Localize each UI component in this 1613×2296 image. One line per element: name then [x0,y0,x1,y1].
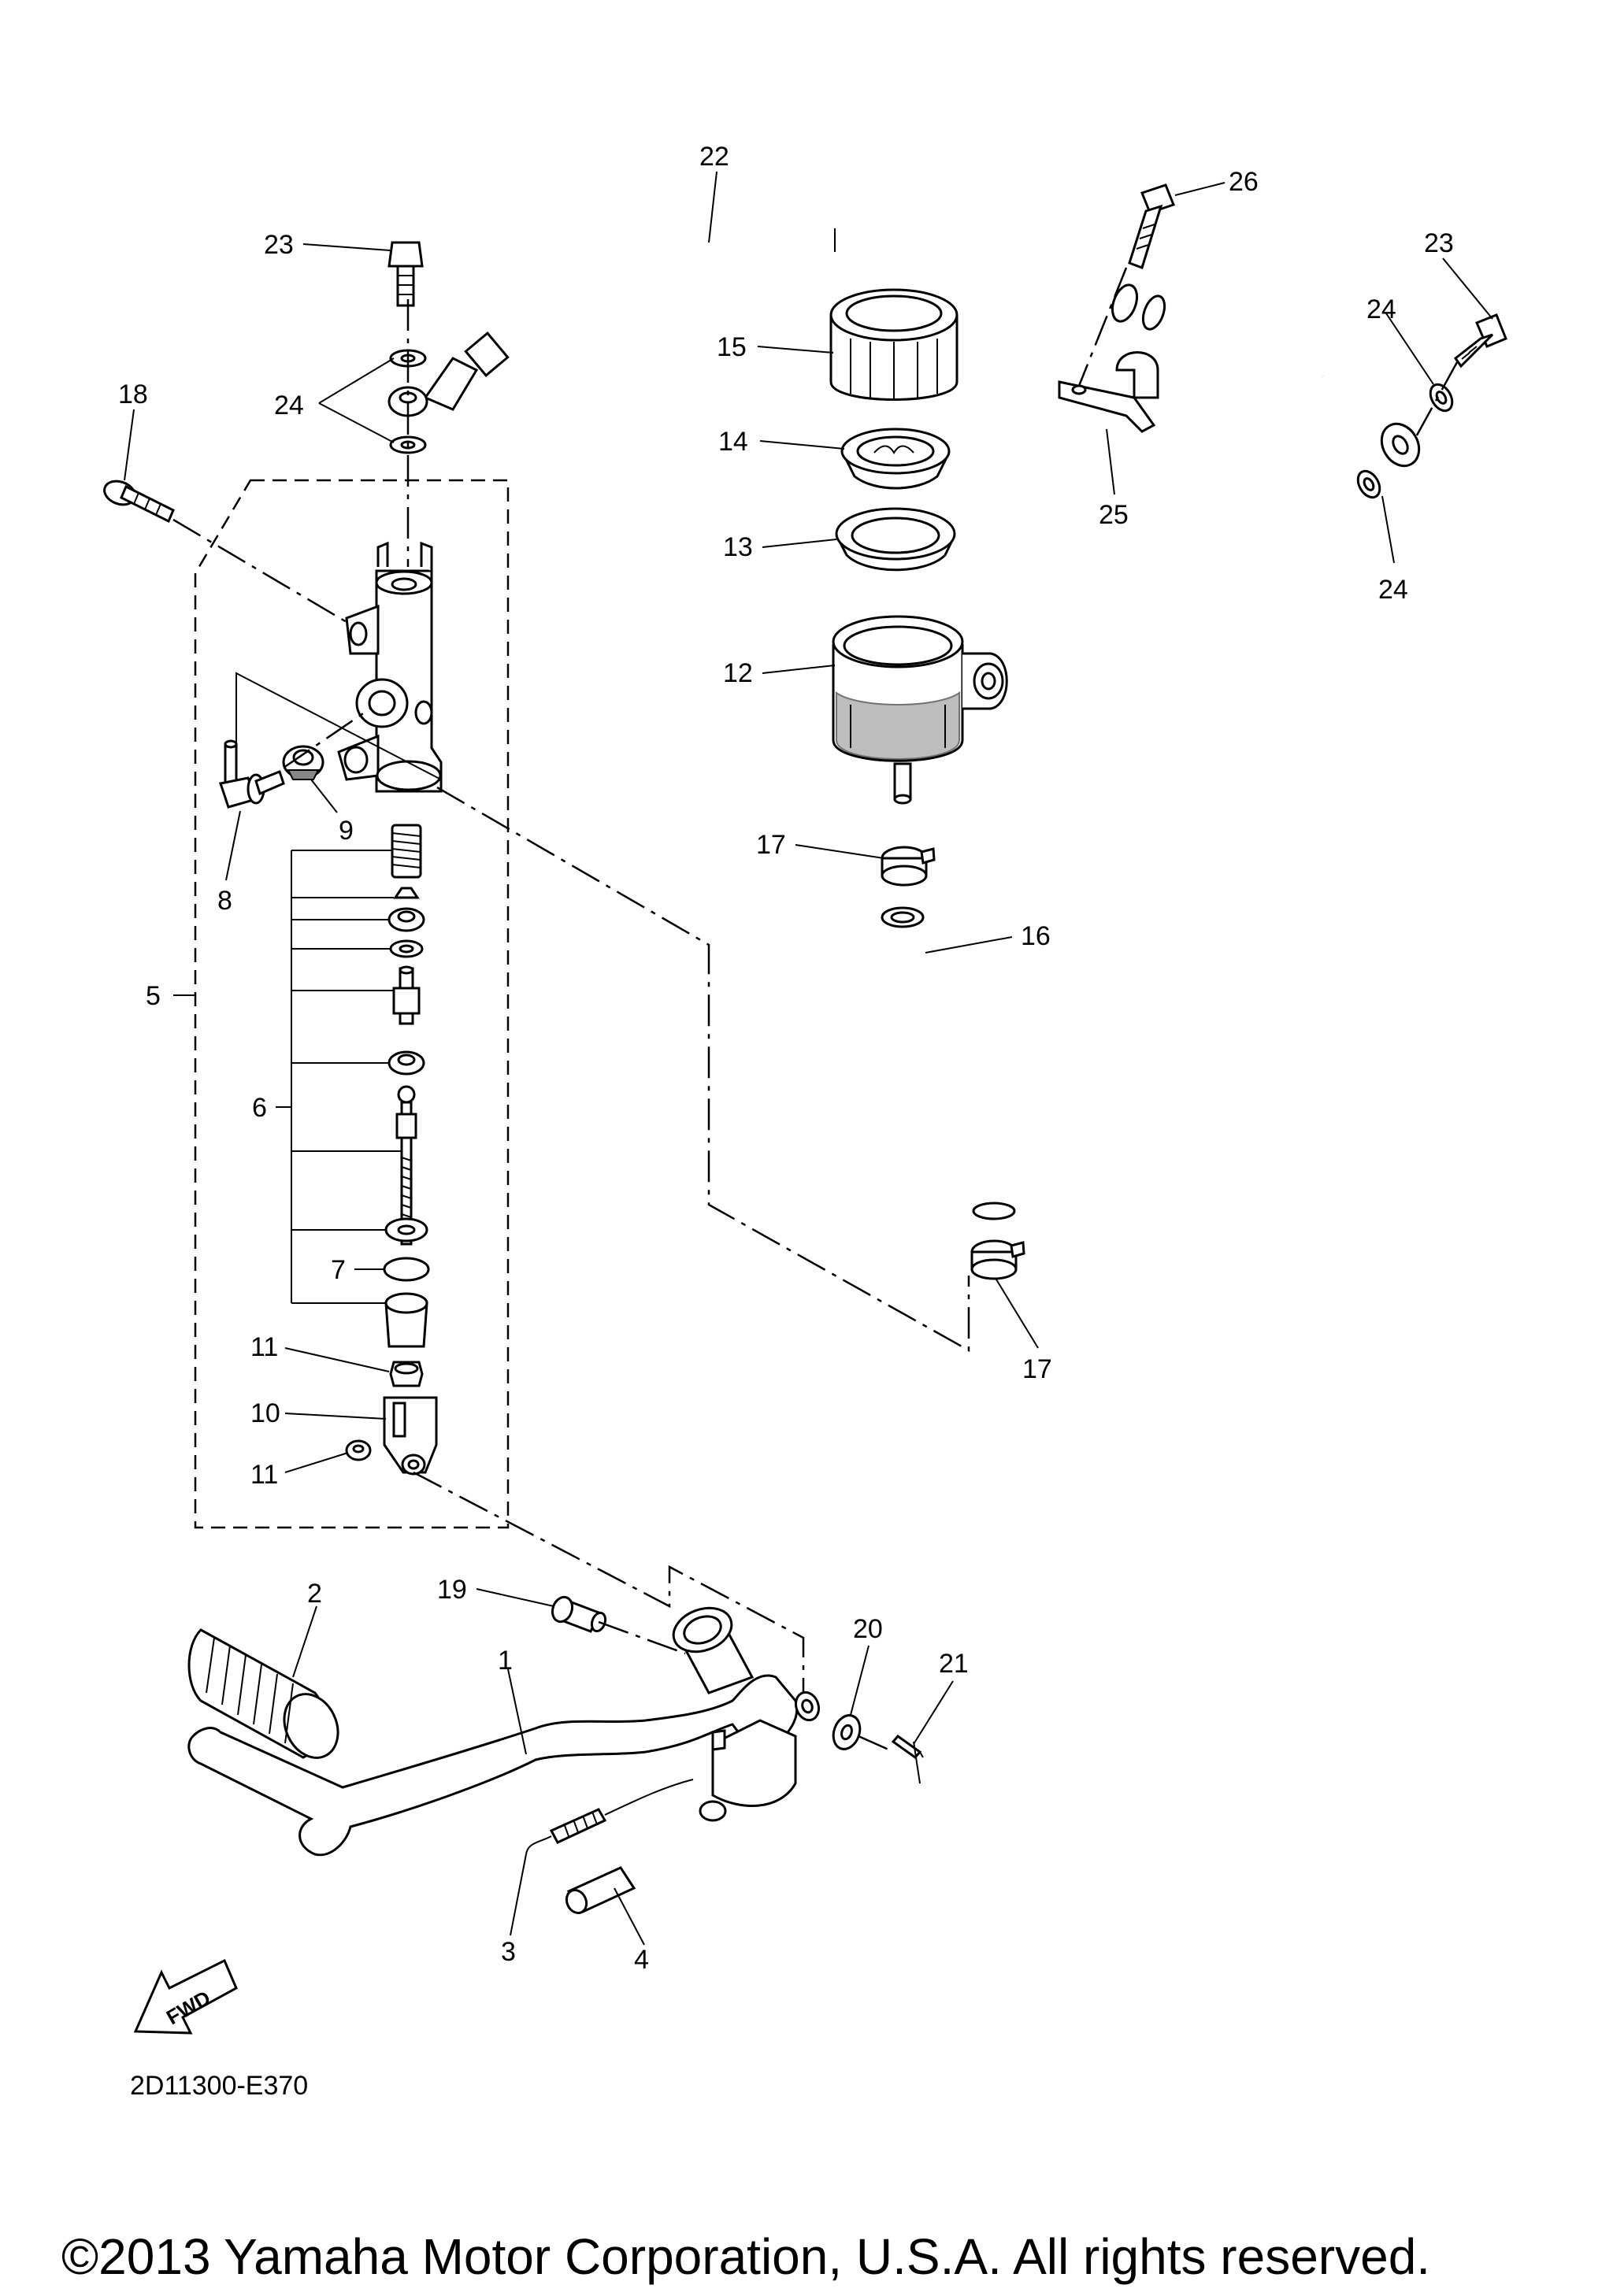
hose-joint-8 [219,739,285,809]
callout-17-bottom: 17 [1022,1354,1052,1384]
callout-11-top: 11 [250,1332,278,1362]
piston-kit-parts [345,824,438,1476]
drawing-code: 2D11300-E370 [130,2071,308,2101]
pedal-rubber-2 [187,1628,339,1759]
callout-labels: 1 2 3 4 5 6 7 8 9 10 11 11 12 13 14 15 1… [118,142,1454,1975]
reference-lines [172,267,1459,1753]
union-bolt-right [1453,313,1507,368]
callout-15: 15 [717,332,747,362]
callout-18: 18 [118,380,148,409]
callout-20: 20 [853,1614,883,1644]
diaphragm-holder-14 [840,428,951,490]
reservoir-tank-12 [832,615,1008,805]
callout-24-right-top: 24 [1366,294,1396,324]
brake-pedal-1 [187,1606,821,1857]
callout-8: 8 [217,886,232,916]
callout-21: 21 [939,1649,969,1679]
callout-9: 9 [339,816,354,846]
callout-24-left: 24 [274,391,304,420]
bolt-18 [103,480,175,524]
hose-clamp-17-bottom [970,1239,1025,1280]
callout-4: 4 [634,1945,649,1975]
union-bolt-left [387,241,424,307]
callout-24-right-bottom: 24 [1378,575,1408,605]
callout-10: 10 [250,1398,280,1428]
callout-2: 2 [307,1579,322,1609]
brake-hose [423,227,1421,468]
copper-washers-left [387,349,428,454]
callout-16: 16 [1021,921,1051,951]
washer-20 [832,1714,862,1750]
fwd-arrow-icon: FWD [133,1958,238,2035]
reservoir-cap-15 [829,288,959,401]
callout-25: 25 [1099,500,1129,530]
callout-23-left: 23 [264,230,294,260]
callout-22: 22 [699,142,729,172]
callout-7: 7 [331,1255,346,1285]
callout-11-bottom: 11 [250,1460,278,1490]
reservoir-hose-16 [881,906,1016,1220]
grommet-9 [282,745,324,780]
bolt-26 [1128,183,1175,269]
hose-guide-25 [1058,351,1159,433]
callout-13: 13 [723,532,753,562]
spacer-4 [565,1866,636,1915]
cotter-pin-21 [891,1734,924,1784]
callout-23-right: 23 [1424,228,1454,258]
callout-6: 6 [252,1093,267,1123]
callout-leaders [124,171,1493,1946]
callout-19: 19 [437,1575,467,1605]
copper-washers-right [1356,383,1454,499]
callout-5: 5 [146,981,161,1011]
callout-26: 26 [1229,167,1259,197]
hose-clamp-17-top [881,846,936,887]
callout-14: 14 [718,427,748,457]
copyright-notice: ©2013 Yamaha Motor Corporation, U.S.A. A… [61,2228,1430,2285]
piston-kit-bracket [276,850,402,1304]
callout-3: 3 [501,1937,516,1967]
callout-12: 12 [723,658,753,688]
master-cylinder-assembly-box [194,479,510,1529]
callout-1: 1 [498,1646,513,1676]
callout-17-top: 17 [756,830,786,860]
diaphragm-13 [835,507,956,572]
return-spring-3 [525,1779,694,1855]
master-cylinder-body [337,541,443,793]
pin-19 [551,1595,607,1633]
